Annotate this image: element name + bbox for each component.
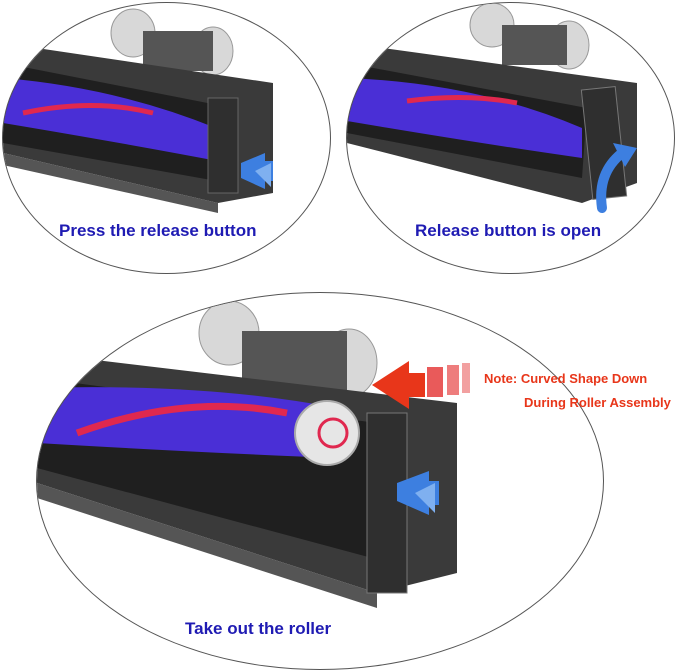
highlight-circle	[317, 417, 349, 449]
vacuum-head-illustration	[37, 300, 470, 608]
vacuum-head-illustration	[347, 3, 637, 213]
curved-arrow-icon	[596, 143, 637, 213]
roller-stripe	[22, 103, 154, 116]
step-3-panel: Take out the roller	[36, 292, 604, 670]
step-2-caption: Release button is open	[415, 221, 602, 240]
roller-stripe	[75, 402, 288, 437]
step-3-caption: Take out the roller	[185, 619, 332, 638]
end-cap	[207, 97, 239, 194]
roller-end-cap	[294, 400, 360, 466]
wheel-hub	[143, 31, 213, 71]
end-cap	[366, 412, 408, 594]
roller	[347, 78, 582, 158]
roller-stripe	[406, 94, 518, 106]
step-2-panel: Release button is open	[346, 2, 675, 274]
head-edge	[3, 153, 218, 213]
head-edge	[37, 483, 377, 608]
push-arrows-icon	[241, 153, 273, 189]
roller	[3, 78, 228, 163]
wheel-hub	[502, 25, 567, 65]
note-line-1: Note: Curved Shape Down	[484, 371, 648, 386]
vacuum-head-illustration	[3, 8, 273, 213]
roller	[37, 387, 337, 458]
note-line-2: During Roller Assembly	[524, 395, 671, 410]
pointing-arrow-icon	[372, 361, 470, 409]
step-1-caption: Press the release button	[59, 221, 257, 240]
open-end-cap	[580, 85, 628, 201]
step-1-panel: Press the release button	[2, 2, 331, 274]
push-arrows-icon	[397, 471, 439, 515]
